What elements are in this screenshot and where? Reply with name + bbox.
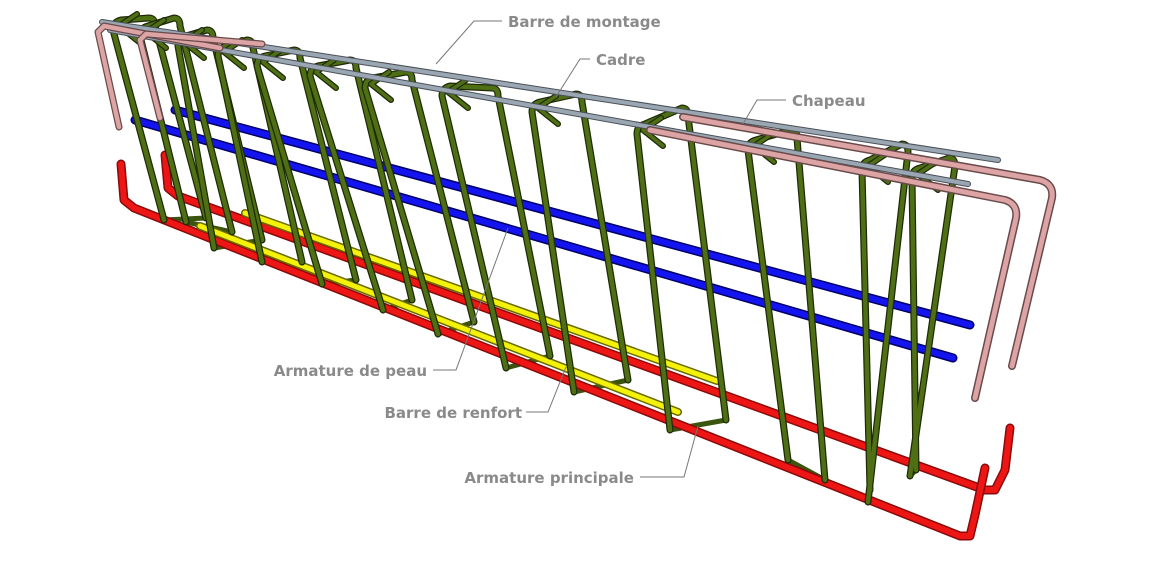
leader-barre-de-renfort (526, 366, 567, 413)
leader-chapeau (742, 99, 786, 125)
label-barre-de-renfort: Barre de renfort (384, 404, 522, 422)
callout-leaders (433, 20, 786, 478)
armature-de-peau-bars (130, 105, 975, 363)
barre-de-renfort-bars (196, 209, 721, 416)
label-chapeau: Chapeau (792, 92, 866, 110)
leader-armature-de-peau (433, 227, 509, 371)
callout-labels: Barre de montage Cadre Chapeau Armature … (274, 13, 866, 487)
label-cadre: Cadre (596, 51, 645, 69)
leader-armature-principale (640, 425, 699, 478)
label-armature-principale: Armature principale (464, 469, 634, 487)
armature-principale-bars (116, 150, 1015, 541)
label-barre-de-montage: Barre de montage (508, 13, 661, 31)
label-armature-de-peau: Armature de peau (274, 362, 427, 380)
leader-cadre (555, 58, 590, 98)
armature-principale-bar-front-hl (118, 161, 988, 539)
armature-principale-bar-back-hl (162, 152, 1013, 493)
leader-barre-de-montage (435, 20, 502, 65)
chapeau-bars (94, 22, 1057, 402)
